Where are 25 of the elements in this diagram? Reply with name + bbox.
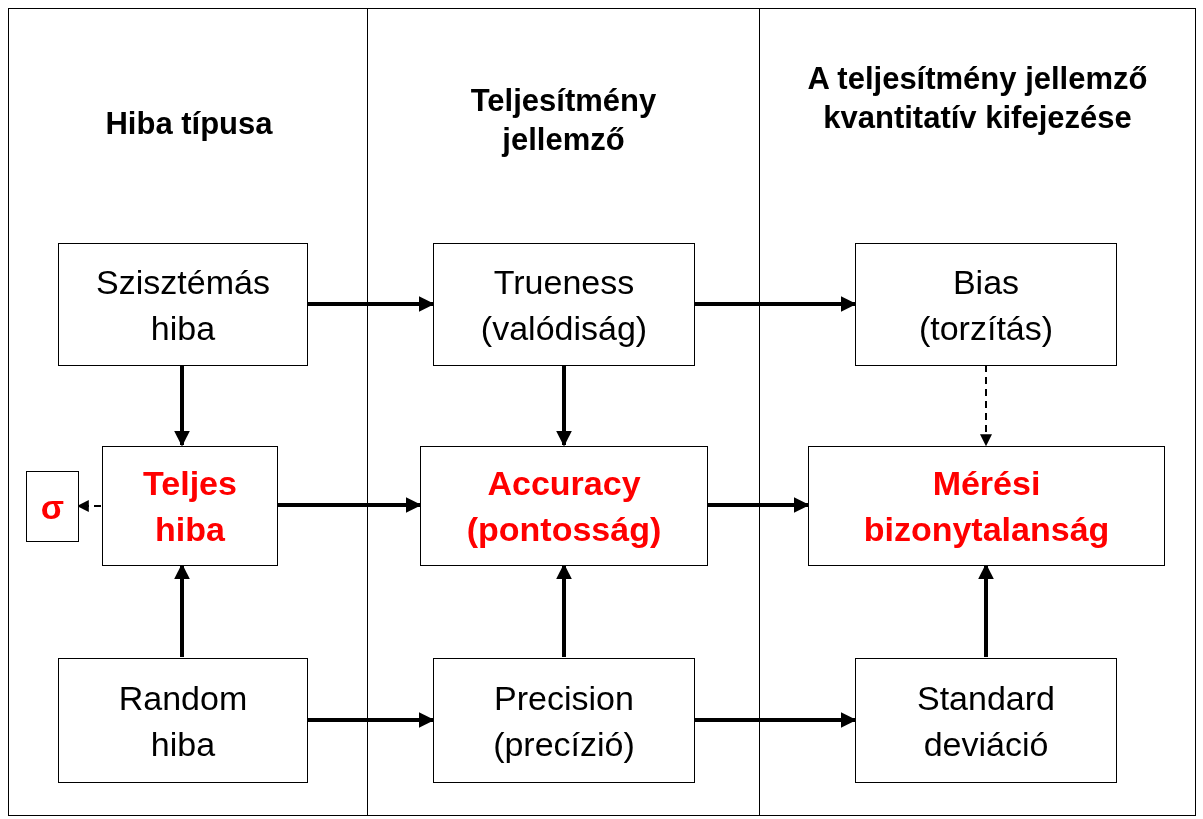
arrow	[695, 296, 857, 312]
arrow	[174, 365, 190, 447]
process-box: Szisztémás hiba	[58, 243, 308, 366]
column-panel	[760, 8, 1196, 816]
arrow	[695, 712, 857, 728]
arrow	[556, 365, 572, 447]
arrow	[708, 497, 810, 513]
arrow	[277, 497, 422, 513]
arrow	[307, 296, 435, 312]
process-box: Trueness (valódiság)	[433, 243, 695, 366]
highlighted-box: σ	[26, 471, 79, 542]
highlighted-box: Teljes hiba	[102, 446, 278, 566]
process-box: Standard deviáció	[855, 658, 1117, 783]
process-box: Bias (torzítás)	[855, 243, 1117, 366]
column-heading: Hiba típusa	[104, 105, 274, 143]
process-box: Random hiba	[58, 658, 308, 783]
column-heading: A teljesítmény jellemző kvantitatív kifejezése	[806, 60, 1149, 137]
highlighted-box: Accuracy (pontosság)	[420, 446, 708, 566]
dashed-arrow	[980, 364, 992, 447]
column-panel	[368, 8, 760, 816]
column-heading: Teljesítmény jellemző	[469, 82, 658, 159]
highlighted-box: Mérési bizonytalanság	[808, 446, 1165, 566]
arrow	[307, 712, 435, 728]
process-box: Precision (precízió)	[433, 658, 695, 783]
column-panel	[8, 8, 368, 816]
